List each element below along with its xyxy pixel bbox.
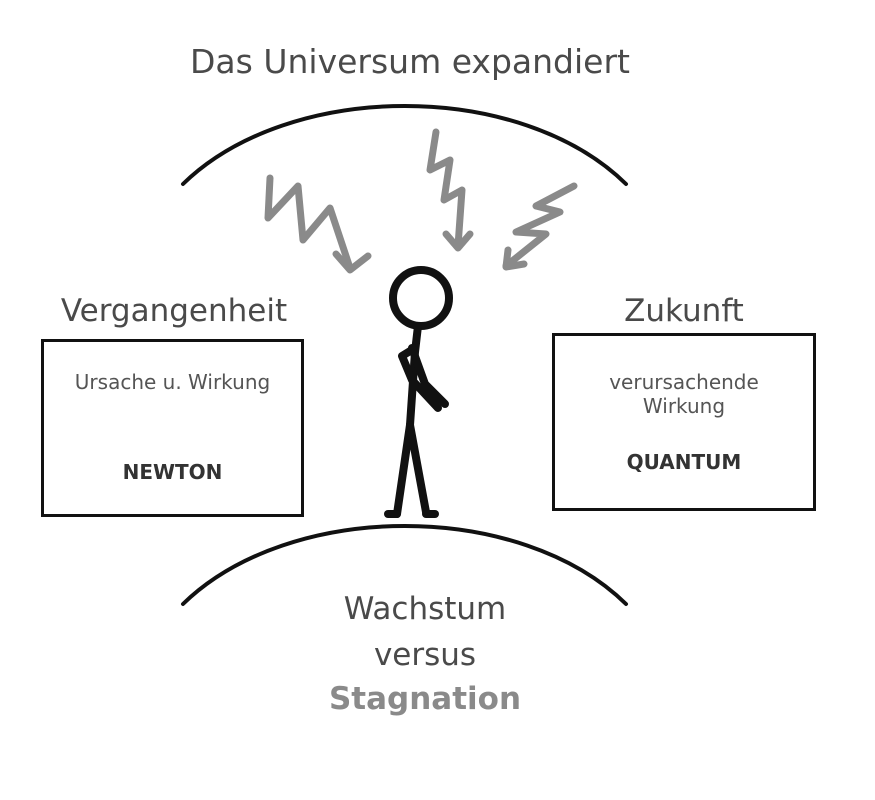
past-box: Ursache u. Wirkung NEWTON: [41, 339, 304, 517]
lightning-arrow-icon: [426, 128, 474, 252]
bottom-line-1: Wachstum: [343, 591, 507, 627]
lightning-arrow-icon: [502, 182, 578, 271]
future-heading: Zukunft: [624, 293, 744, 329]
future-description-line2: Wirkung: [642, 394, 726, 418]
ground-arc: [181, 524, 628, 606]
stick-figure-icon: [384, 266, 453, 518]
bottom-line-2: versus: [373, 637, 477, 673]
past-description: Ursache u. Wirkung: [74, 370, 271, 394]
bottom-line-3: Stagnation: [328, 681, 522, 717]
future-description: verursachende Wirkung: [555, 370, 813, 418]
future-box: verursachende Wirkung QUANTUM: [552, 333, 816, 511]
sky-arc: [181, 104, 628, 186]
past-heading: Vergangenheit: [60, 293, 288, 329]
lightning-arrow-icon: [264, 174, 372, 274]
future-description-line1: verursachende: [609, 370, 759, 394]
past-name: NEWTON: [122, 460, 223, 484]
diagram-title: Das Universum expandiert: [190, 42, 630, 81]
future-name: QUANTUM: [626, 450, 742, 474]
